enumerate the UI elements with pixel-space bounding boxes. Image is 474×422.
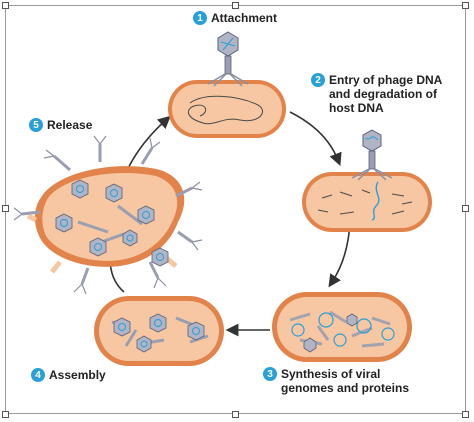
- resize-handle-top-left[interactable]: [2, 2, 9, 9]
- resize-handle-middle-right[interactable]: [462, 205, 469, 212]
- step-4-label: 4 Assembly: [31, 368, 106, 382]
- step-5-label: 5 Release: [29, 118, 92, 132]
- step-caption: Entry of phage DNA and degradation of ho…: [329, 73, 443, 115]
- step-caption: Attachment: [211, 11, 278, 25]
- cell-attachment: [168, 31, 286, 138]
- step-caption: Synthesis of viral genomes and proteins: [281, 367, 410, 395]
- step-number-badge: 4: [31, 368, 45, 382]
- resize-handle-top-right[interactable]: [462, 2, 469, 9]
- step-number-badge: 3: [263, 367, 277, 381]
- cell-entry: [302, 129, 432, 232]
- phage-attaching: [207, 31, 249, 87]
- cell-synthesis: [272, 292, 412, 362]
- step-number-badge: 1: [193, 11, 207, 25]
- step-1-label: 1 Attachment: [193, 11, 277, 25]
- cycle-arrow-1-to-2: [289, 111, 342, 166]
- resize-handle-bottom-left[interactable]: [2, 411, 9, 418]
- step-number-badge: 5: [29, 118, 43, 132]
- resize-handle-top-middle[interactable]: [232, 2, 239, 9]
- cell-assembly: [94, 296, 224, 366]
- resize-handle-bottom-middle[interactable]: [232, 411, 239, 418]
- phage-injecting: [351, 129, 393, 181]
- cell-release: [13, 135, 203, 295]
- step-caption: Release: [47, 118, 93, 132]
- resize-handle-middle-left[interactable]: [2, 205, 9, 212]
- step-caption: Assembly: [49, 368, 106, 382]
- step-number-badge: 2: [311, 73, 325, 87]
- step-2-label: 2 Entry of phage DNA and degradation of …: [311, 73, 442, 115]
- resize-handle-bottom-right[interactable]: [462, 411, 469, 418]
- step-3-label: 3 Synthesis of viral genomes and protein…: [263, 367, 409, 395]
